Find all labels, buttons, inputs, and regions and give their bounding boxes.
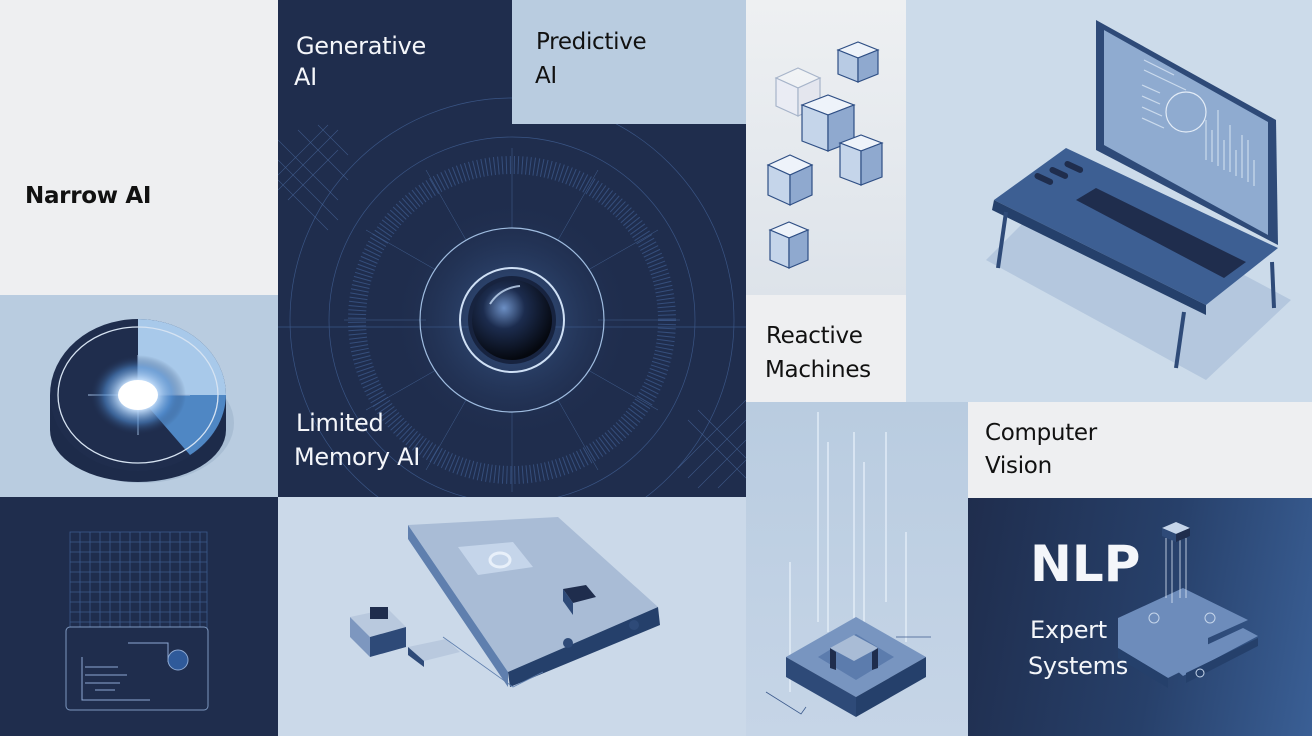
- predictive-ai-line1: Predictive: [536, 29, 647, 55]
- expert-systems-line1: Expert: [1030, 616, 1107, 644]
- generative-ai-line1: Generative: [296, 32, 426, 60]
- circuit-board-icon: [1118, 522, 1258, 688]
- tile-data-cubes: [746, 0, 906, 295]
- nlp-label: NLP: [1030, 535, 1141, 593]
- expert-systems-line2: Systems: [1028, 652, 1128, 680]
- tile-laptop: [906, 0, 1312, 402]
- reactive-machines-line1: Reactive: [766, 323, 863, 349]
- glowing-disc-icon: [50, 319, 234, 483]
- tile-grid-screen: [0, 497, 278, 736]
- predictive-ai-line2: AI: [535, 63, 557, 89]
- tile-narrow-ai: Narrow AI: [0, 0, 278, 295]
- grid-screen-icon: [65, 531, 209, 711]
- tile-nlp: NLP Expert Systems: [968, 498, 1312, 736]
- computer-vision-line1: Computer: [985, 420, 1097, 446]
- lens-orb-icon: [278, 97, 746, 497]
- tile-chip-pedestal: [746, 402, 968, 736]
- circuit-device-icon: [350, 517, 660, 688]
- tile-disc-illustration: [0, 295, 278, 497]
- chip-pedestal-icon: [765, 412, 931, 717]
- tile-predictive-ai: Predictive AI: [512, 0, 746, 124]
- limited-memory-line2: Memory AI: [294, 443, 421, 471]
- tile-reactive-machines: Reactive Machines: [746, 295, 906, 402]
- reactive-machines-line2: Machines: [765, 357, 871, 383]
- laptop-icon: [986, 20, 1291, 380]
- tile-circuit-device: [278, 497, 746, 736]
- tile-computer-vision: Computer Vision: [968, 402, 1312, 498]
- generative-ai-line2: AI: [294, 63, 317, 91]
- data-cubes-icon: [766, 41, 884, 269]
- narrow-ai-label: Narrow AI: [25, 183, 152, 209]
- computer-vision-line2: Vision: [985, 453, 1052, 479]
- limited-memory-line1: Limited: [296, 409, 384, 437]
